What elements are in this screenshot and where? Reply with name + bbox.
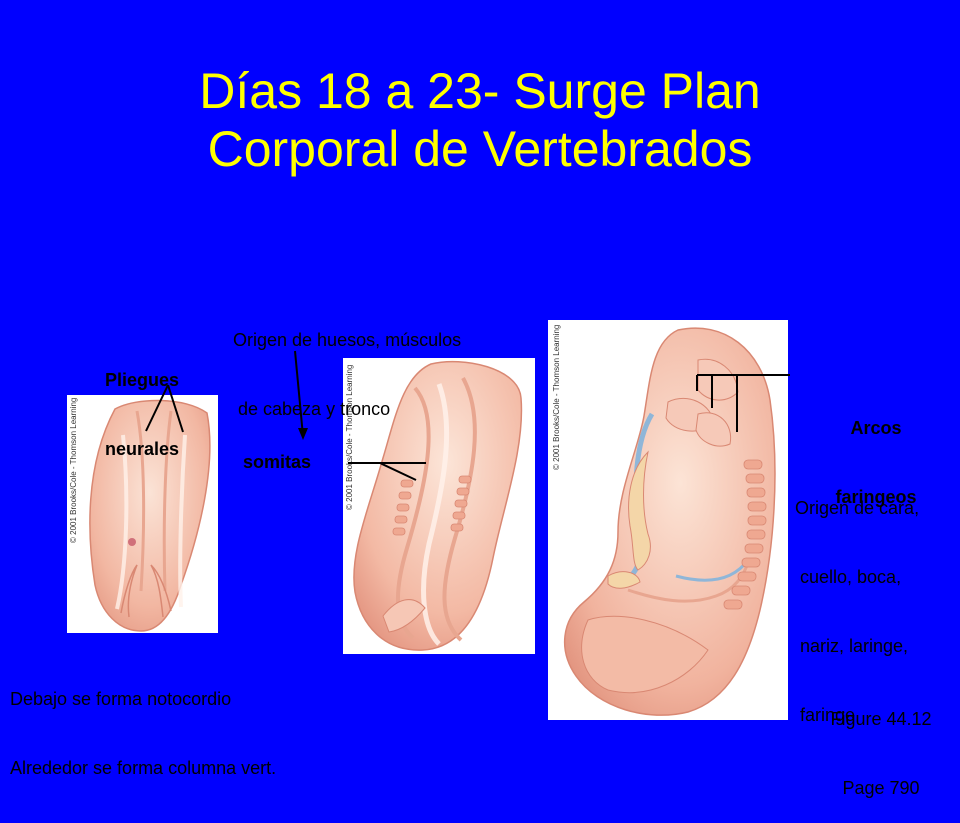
label-origen-cara-line-2: cuello, boca, bbox=[795, 567, 902, 587]
label-notocordio-line-2: Alrededor se forma columna vert. bbox=[10, 758, 277, 778]
pointer-line-pliegues-left bbox=[145, 384, 169, 432]
label-origen-huesos-line-2: de cabeza y tronco bbox=[233, 399, 391, 419]
label-origen-cara-line-1: Origen de cara, bbox=[795, 498, 920, 518]
slide-title: Días 18 a 23- Surge Plan Corporal de Ver… bbox=[0, 62, 960, 178]
label-arcos-line-1: Arcos bbox=[850, 418, 902, 438]
embryo-panel-neural-folds: © 2001 Brooks/Cole - Thomson Learning bbox=[67, 395, 218, 633]
pointer-line-somitas-diagonal bbox=[379, 462, 417, 481]
arrow-head bbox=[298, 428, 308, 440]
label-figure-line-2: Page 790 bbox=[842, 778, 920, 798]
label-notocordio: Debajo se forma notocordio Alrededor se … bbox=[10, 642, 276, 803]
label-figure-reference: Figure 44.12 Page 790 bbox=[814, 662, 948, 823]
label-somitas: somitas bbox=[243, 452, 312, 472]
embryo-illustration-pharyngeal-arches bbox=[563, 327, 776, 716]
pointer-line-pliegues-right bbox=[167, 384, 184, 433]
title-line-2: Corporal de Vertebrados bbox=[207, 121, 753, 177]
title-line-1: Días 18 a 23- Surge Plan bbox=[199, 63, 761, 119]
label-pliegues-line-1: Pliegues bbox=[105, 370, 180, 390]
embryo-panel-pharyngeal-arches: © 2001 Brooks/Cole - Thomson Learning bbox=[548, 320, 788, 720]
label-arcos-line-2: faringeos bbox=[835, 487, 917, 507]
label-pliegues-neurales: Pliegues neurales bbox=[105, 323, 179, 484]
label-pliegues-line-2: neurales bbox=[105, 439, 180, 459]
embryo-illustration-somites bbox=[353, 360, 523, 651]
label-origen-huesos-line-1: Origen de huesos, músculos bbox=[233, 330, 462, 350]
somite-row bbox=[723, 459, 767, 610]
label-arcos-faringeos: Arcos faringeos bbox=[818, 371, 934, 532]
pointer-arrow-origen-huesos bbox=[294, 350, 304, 437]
label-notocordio-line-1: Debajo se forma notocordio bbox=[10, 689, 232, 709]
label-origen-huesos: Origen de huesos, músculos de cabeza y t… bbox=[233, 283, 461, 444]
annotation-lines bbox=[145, 350, 790, 481]
label-origen-cara-line-3: nariz, laringe, bbox=[795, 636, 909, 656]
embryo-illustration-neural-folds bbox=[89, 399, 211, 632]
somite-blocks bbox=[392, 475, 472, 536]
embryo-panel-somites: © 2001 Brooks/Cole - Thomson Learning bbox=[343, 358, 535, 654]
